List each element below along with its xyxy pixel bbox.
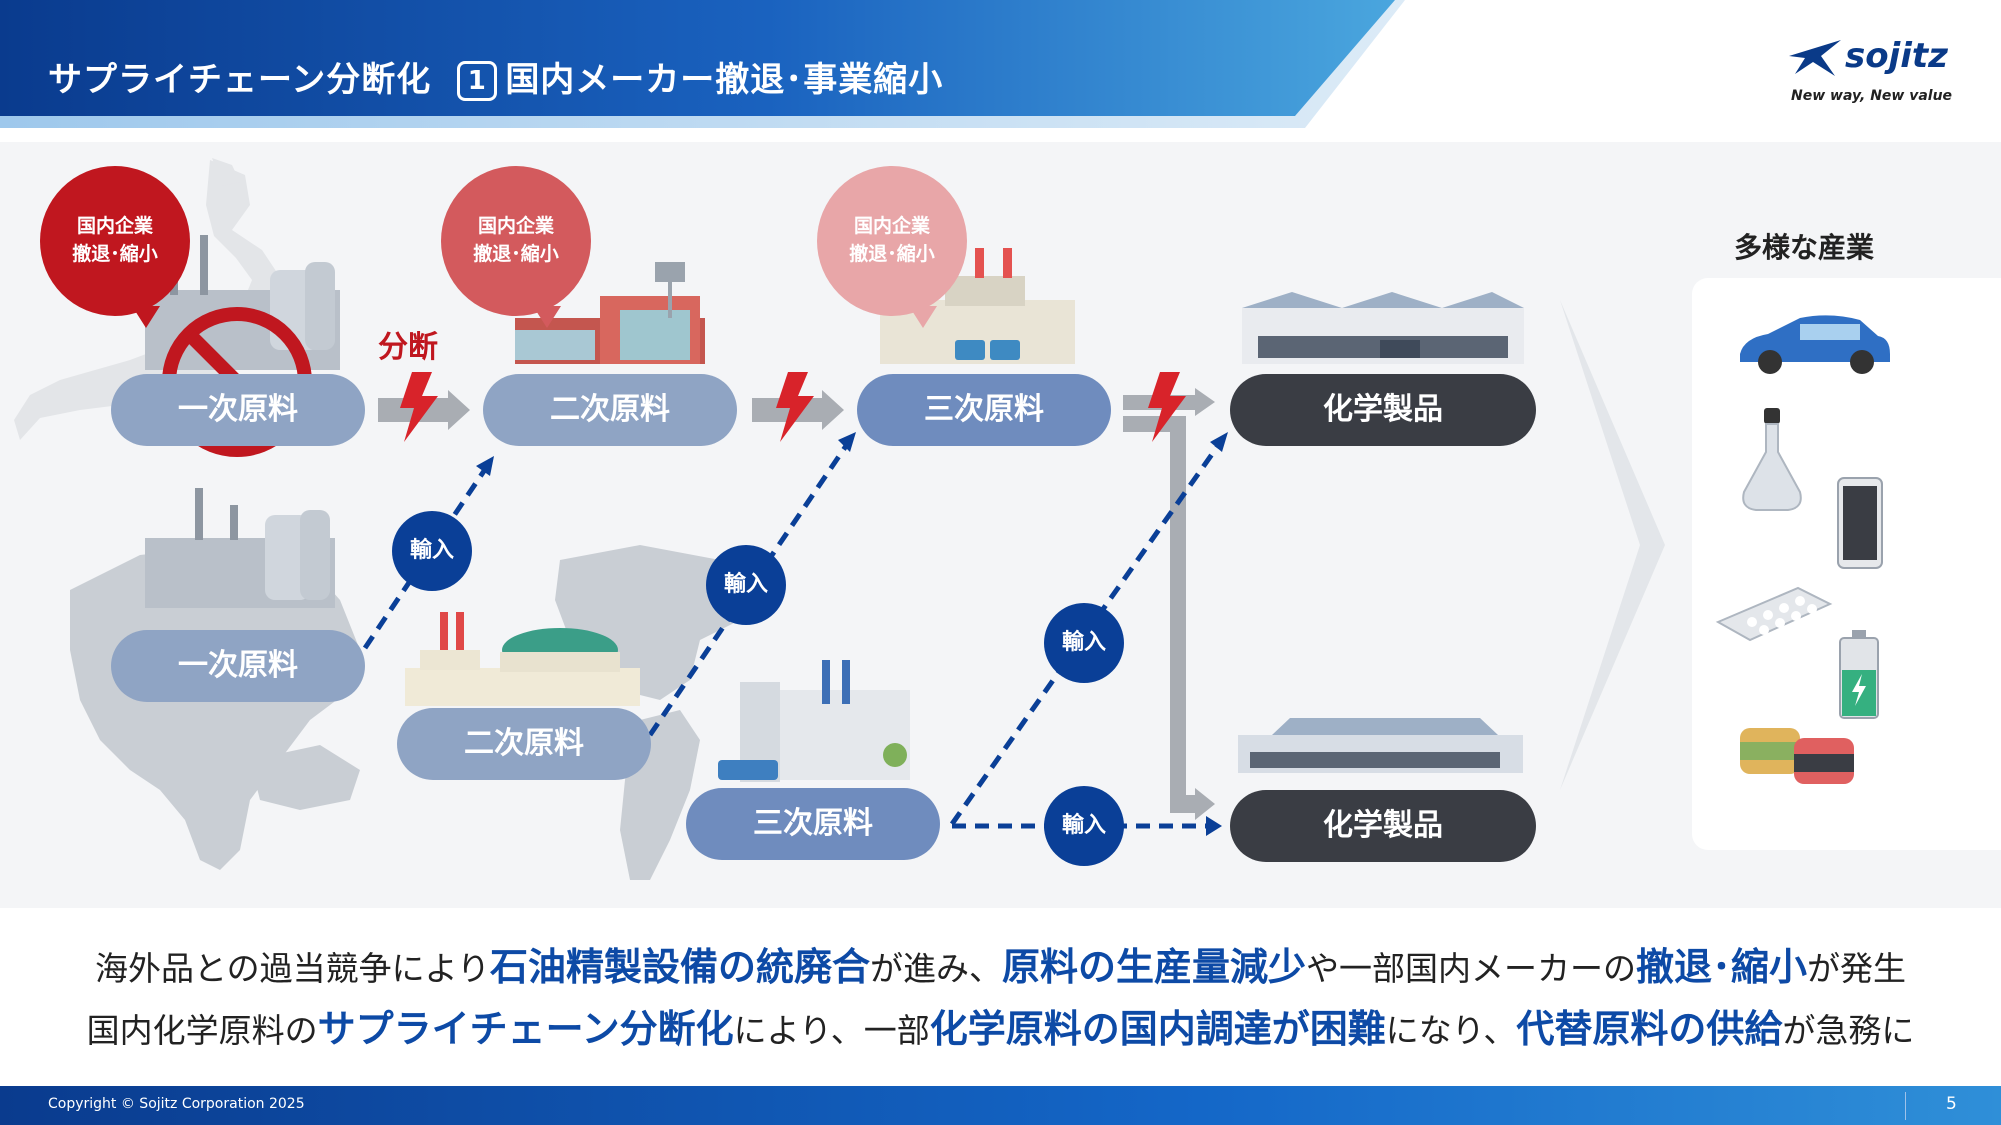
- summary-text: や一部国内メーカーの: [1306, 949, 1637, 988]
- sojitz-logo: sojitz New way, New value: [1785, 32, 1965, 112]
- logo-tagline: New way, New value: [1791, 88, 1953, 104]
- domestic-chemical-pill: 化学製品: [1230, 374, 1536, 446]
- summary-highlight: 化学原料の国内調達が困難: [929, 1007, 1386, 1051]
- import-badge: 輸入: [706, 545, 786, 625]
- factory-tertiary-overseas-icon: [718, 660, 910, 782]
- logo-mark-icon: [1789, 40, 1841, 76]
- domestic-primary-pill: 一次原料: [111, 374, 365, 446]
- bubble-line2: 撤退･縮小: [473, 243, 559, 265]
- domestic-tertiary-pill: 三次原料: [857, 374, 1111, 446]
- factory-secondary-domestic-icon: [515, 262, 705, 364]
- car-icon: [1740, 315, 1890, 374]
- section-number-badge: 1: [457, 61, 498, 101]
- summary-text: になり、: [1385, 1011, 1517, 1050]
- overseas-primary-pill: 一次原料: [111, 630, 365, 702]
- bubble-line1: 国内企業: [853, 215, 930, 238]
- copyright-text: Copyright © Sojitz Corporation 2025: [48, 1096, 305, 1112]
- industries-title: 多様な産業: [1734, 231, 1875, 264]
- summary-highlight: 撤退･縮小: [1636, 945, 1808, 989]
- smartphone-icon: [1837, 477, 1883, 569]
- summary-text: 国内化学原料の: [86, 1011, 318, 1050]
- title-main: サプライチェーン分断化: [48, 60, 432, 100]
- summary-text: が進み、: [870, 949, 1002, 988]
- warehouse-overseas-icon: [1238, 718, 1523, 773]
- bubble-line1: 国内企業: [76, 215, 153, 238]
- import-arrowheads: [476, 432, 1228, 836]
- overseas-chemical-pill: 化学製品: [1230, 790, 1536, 862]
- summary-highlight: 石油精製設備の統廃合: [489, 945, 870, 989]
- pill-pack-icon: [1715, 586, 1833, 642]
- overseas-tertiary-pill: 三次原料: [686, 788, 940, 860]
- import-badge: 輸入: [392, 511, 472, 591]
- battery-icon: [1839, 630, 1879, 719]
- header-background: [0, 0, 1405, 128]
- footer-divider: [1905, 1092, 1906, 1120]
- import-badge: 輸入: [1044, 786, 1124, 866]
- domestic-secondary-pill: 二次原料: [483, 374, 737, 446]
- bubble-withdrawal-primary: 国内企業 撤退･縮小: [40, 166, 190, 328]
- lightning-break-icon: [400, 372, 1186, 442]
- page-number: 5: [1946, 1094, 1957, 1114]
- flask-icon: [1742, 408, 1802, 511]
- industries-box: [1692, 278, 2001, 850]
- summary-highlight: サプライチェーン分断化: [317, 1007, 734, 1051]
- summary-line-1: 海外品との過当競争により石油精製設備の統廃合が進み、原料の生産量減少や一部国内メ…: [0, 936, 2001, 991]
- bubble-withdrawal-secondary: 国内企業 撤退･縮小: [441, 166, 591, 328]
- industries-chevron-icon: [1560, 300, 1665, 790]
- summary-highlight: 代替原料の供給: [1516, 1007, 1783, 1051]
- bubble-line1: 国内企業: [477, 215, 554, 238]
- bubble-line2: 撤退･縮小: [72, 243, 158, 265]
- summary-text: により、一部: [733, 1011, 930, 1050]
- summary-text: が発生: [1807, 949, 1907, 988]
- title-subtitle: 国内メーカー撤退･事業縮小: [505, 60, 944, 100]
- sponge-icon: [1740, 728, 1854, 784]
- factory-primary-overseas-icon: [145, 488, 335, 608]
- bubble-line2: 撤退･縮小: [849, 243, 935, 265]
- logo-wordmark: sojitz: [1845, 36, 1948, 76]
- bubble-withdrawal-tertiary: 国内企業 撤退･縮小: [817, 166, 967, 328]
- warehouse-domestic-icon: [1242, 292, 1524, 364]
- footer-bar: Copyright © Sojitz Corporation 2025 5: [0, 1086, 2001, 1125]
- summary-text: 海外品との過当競争により: [94, 949, 490, 988]
- summary-highlight: 原料の生産量減少: [1002, 945, 1307, 989]
- summary-text: が急務に: [1782, 1011, 1915, 1050]
- summary-line-2: 国内化学原料のサプライチェーン分断化により、一部化学原料の国内調達が困難になり、…: [0, 998, 2001, 1053]
- overseas-secondary-pill: 二次原料: [397, 708, 651, 780]
- import-badge: 輸入: [1044, 603, 1124, 683]
- factory-secondary-overseas-icon: [405, 612, 640, 706]
- break-label: 分断: [378, 330, 438, 365]
- industries-icons: [1715, 315, 1890, 784]
